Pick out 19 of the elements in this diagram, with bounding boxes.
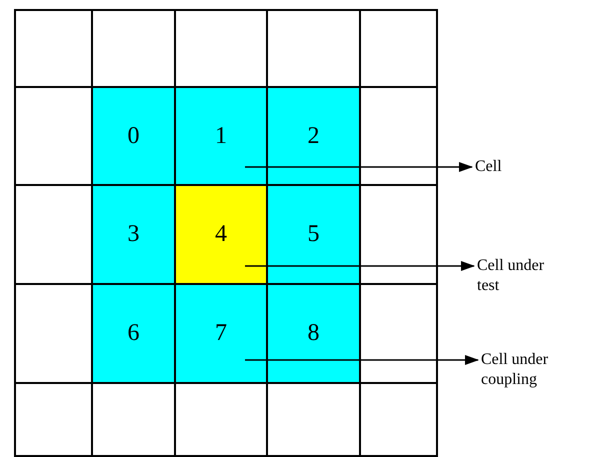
- grid-cell: [14, 382, 93, 457]
- grid-cell: 1: [174, 86, 268, 186]
- leader-arrow: [245, 162, 473, 172]
- callout-label: Cell under coupling: [481, 350, 591, 390]
- grid-cell: 8: [266, 283, 361, 384]
- grid-cell: 5: [266, 184, 361, 285]
- grid-cell: 7: [174, 283, 268, 384]
- callout-label: Cell: [475, 157, 555, 177]
- grid-cell: [359, 382, 438, 457]
- grid-cell: 3: [91, 184, 176, 285]
- grid-cell: 0: [91, 86, 176, 186]
- grid-cell: 2: [266, 86, 361, 186]
- grid-cell: 4: [174, 184, 268, 285]
- leader-arrow: [245, 355, 479, 365]
- grid-cell: [14, 9, 93, 88]
- grid-cell: 6: [91, 283, 176, 384]
- callout-label: Cell under test: [477, 256, 557, 296]
- grid-cell: [359, 9, 438, 88]
- leader-arrow: [245, 261, 475, 271]
